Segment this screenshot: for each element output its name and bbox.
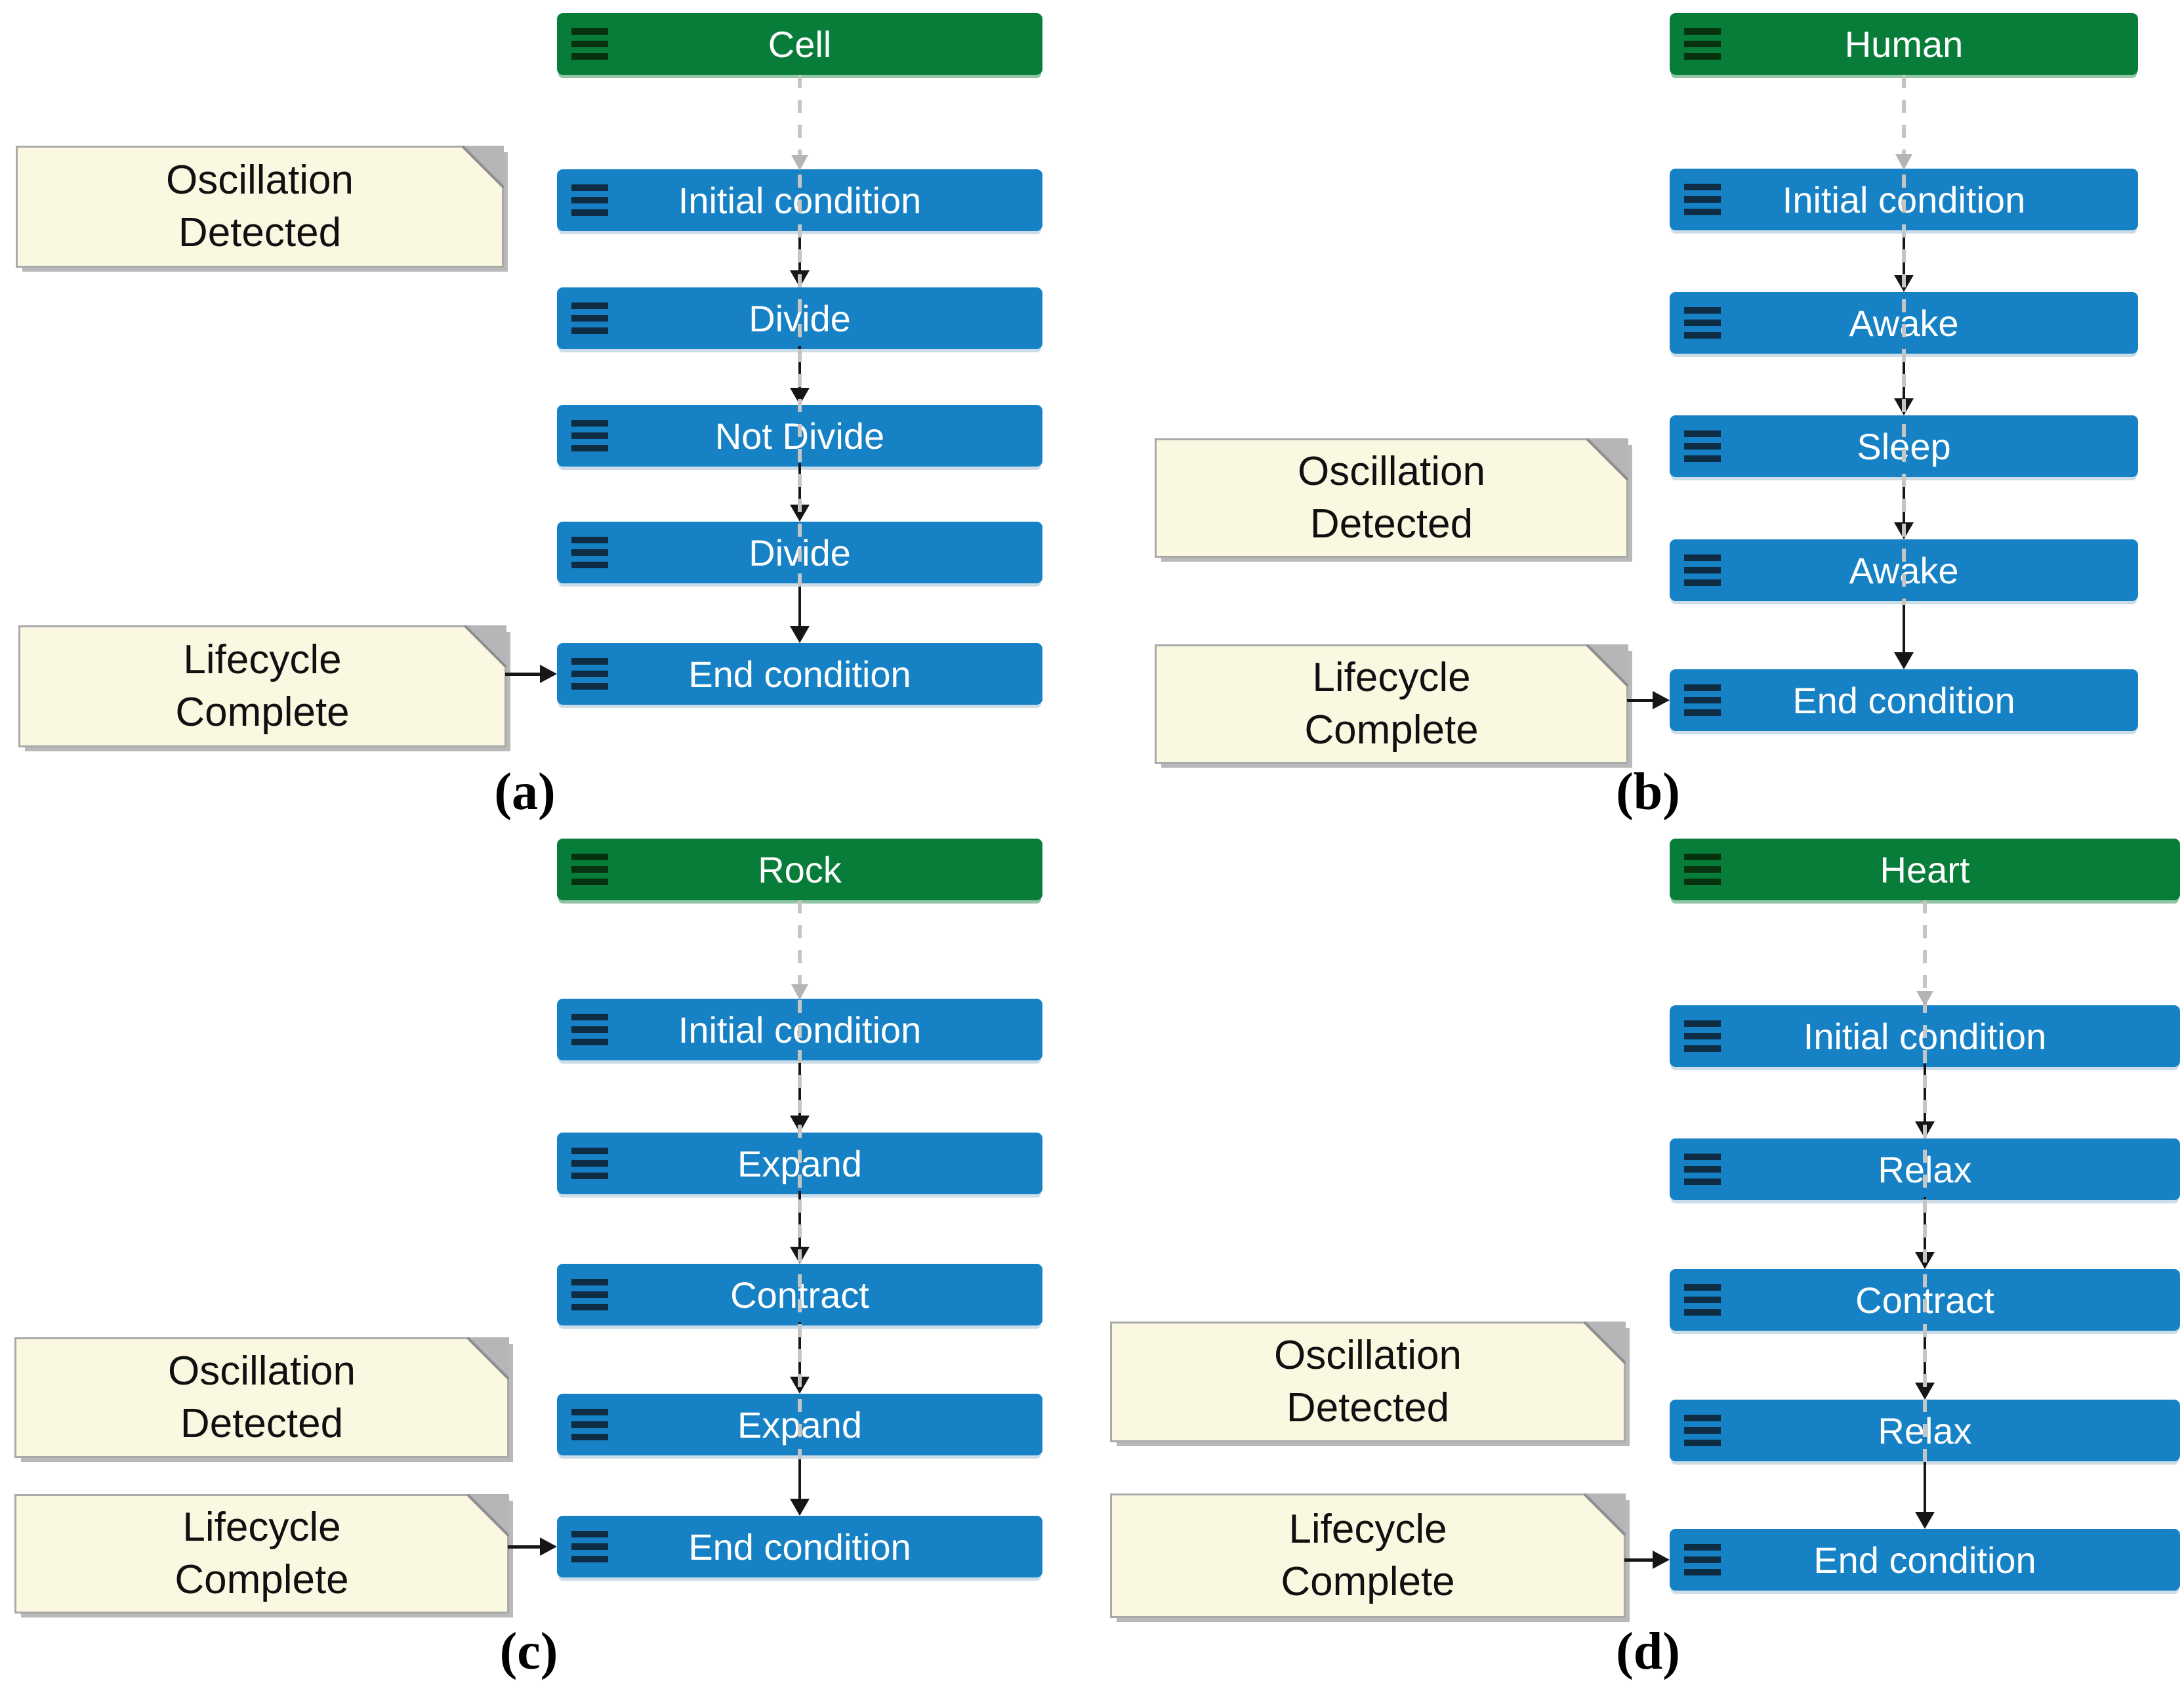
note-pointer-arrow — [505, 664, 557, 684]
panel-label: (d) — [1616, 1623, 1680, 1680]
note-fold-corner-icon — [1584, 1322, 1626, 1364]
panel-label: (c) — [499, 1623, 558, 1680]
note-oscillation-detected: Oscillation Detected — [1110, 1322, 1626, 1442]
note-line: Complete — [1281, 1559, 1455, 1604]
note-line: Lifecycle — [1288, 1507, 1447, 1552]
note-line: Oscillation — [1298, 449, 1485, 494]
note-line: Lifecycle — [182, 1505, 341, 1550]
state-label: End condition — [688, 653, 911, 695]
dashed-arrowhead-icon — [791, 155, 808, 171]
state-label: End condition — [1813, 1539, 2036, 1581]
menu-icon — [571, 1279, 608, 1310]
menu-icon — [1684, 1154, 1721, 1185]
note-oscillation-detected: Oscillation Detected — [14, 1337, 509, 1458]
note-pointer-arrow — [1627, 690, 1670, 710]
note-line: Oscillation — [168, 1348, 356, 1394]
menu-icon — [1684, 554, 1721, 586]
diagram-title-box: Heart — [1670, 839, 2180, 900]
transition-arrow — [790, 580, 810, 643]
dashed-arrowhead-icon — [791, 984, 808, 1000]
menu-icon — [571, 1531, 608, 1562]
note-lifecycle-complete: Lifecycle Complete — [18, 625, 506, 747]
dashed-lifeline — [798, 75, 802, 587]
note-line: Oscillation — [1274, 1333, 1462, 1378]
menu-icon — [571, 854, 608, 885]
note-lifecycle-complete: Lifecycle Complete — [1110, 1493, 1626, 1618]
diagram-title-box: Human — [1670, 13, 2138, 75]
note-line: Detected — [180, 1401, 344, 1446]
menu-icon — [1684, 307, 1721, 339]
note-line: Lifecycle — [183, 637, 342, 682]
state-box-end-condition: End condition — [1670, 669, 2138, 731]
menu-icon — [1684, 1544, 1721, 1575]
note-fold-corner-icon — [467, 1494, 509, 1536]
note-lifecycle-complete: Lifecycle Complete — [14, 1494, 509, 1614]
transition-arrow — [1915, 1458, 1935, 1529]
note-fold-corner-icon — [464, 625, 506, 667]
diagram-title-box: Rock — [557, 839, 1042, 900]
note-fold-corner-icon — [1586, 644, 1628, 686]
menu-icon — [571, 537, 608, 568]
state-label: End condition — [1792, 679, 2015, 721]
menu-icon — [1684, 684, 1721, 716]
note-fold-corner-icon — [467, 1337, 509, 1379]
dashed-arrowhead-icon — [1895, 154, 1912, 170]
menu-icon — [1684, 854, 1721, 885]
note-oscillation-detected: Oscillation Detected — [16, 146, 504, 268]
panel-label: (a) — [494, 763, 556, 821]
dashed-lifeline — [1902, 75, 1906, 605]
menu-icon — [571, 1148, 608, 1179]
menu-icon — [1684, 1020, 1721, 1052]
panel-label: (b) — [1616, 763, 1680, 821]
menu-icon — [1684, 1415, 1721, 1446]
menu-icon — [1684, 184, 1721, 215]
menu-icon — [571, 1409, 608, 1440]
note-line: Complete — [175, 690, 350, 735]
note-fold-corner-icon — [462, 146, 504, 188]
note-fold-corner-icon — [1586, 438, 1628, 480]
menu-icon — [571, 1014, 608, 1045]
menu-icon — [571, 184, 608, 216]
note-line: Detected — [1309, 501, 1473, 547]
diagram-title: Rock — [758, 848, 842, 890]
menu-icon — [1684, 28, 1721, 60]
dashed-arrowhead-icon — [1916, 991, 1933, 1007]
note-line: Lifecycle — [1312, 655, 1471, 700]
diagram-title: Cell — [768, 23, 832, 65]
note-oscillation-detected: Oscillation Detected — [1155, 438, 1628, 558]
state-box-end-condition: End condition — [557, 643, 1042, 705]
note-line: Complete — [1304, 707, 1479, 753]
state-label: End condition — [688, 1526, 911, 1568]
note-line: Oscillation — [166, 157, 354, 203]
dashed-lifeline — [1923, 900, 1927, 1465]
note-pointer-arrow — [1624, 1550, 1670, 1570]
note-fold-corner-icon — [1584, 1493, 1626, 1535]
dashed-lifeline — [798, 900, 802, 1459]
menu-icon — [1684, 1284, 1721, 1316]
transition-arrow — [1894, 598, 1914, 669]
menu-icon — [571, 658, 608, 690]
menu-icon — [571, 420, 608, 451]
diagram-title: Human — [1844, 23, 1964, 65]
diagram-title: Heart — [1880, 848, 1970, 890]
diagram-title-box: Cell — [557, 13, 1042, 75]
state-box-end-condition: End condition — [1670, 1529, 2180, 1591]
note-pointer-arrow — [508, 1537, 557, 1556]
note-lifecycle-complete: Lifecycle Complete — [1155, 644, 1628, 764]
note-line: Complete — [175, 1557, 349, 1602]
note-line: Detected — [178, 210, 342, 255]
menu-icon — [571, 28, 608, 60]
note-line: Detected — [1286, 1385, 1450, 1430]
menu-icon — [1684, 430, 1721, 462]
menu-icon — [571, 302, 608, 334]
transition-arrow — [790, 1452, 810, 1516]
state-box-end-condition: End condition — [557, 1516, 1042, 1577]
